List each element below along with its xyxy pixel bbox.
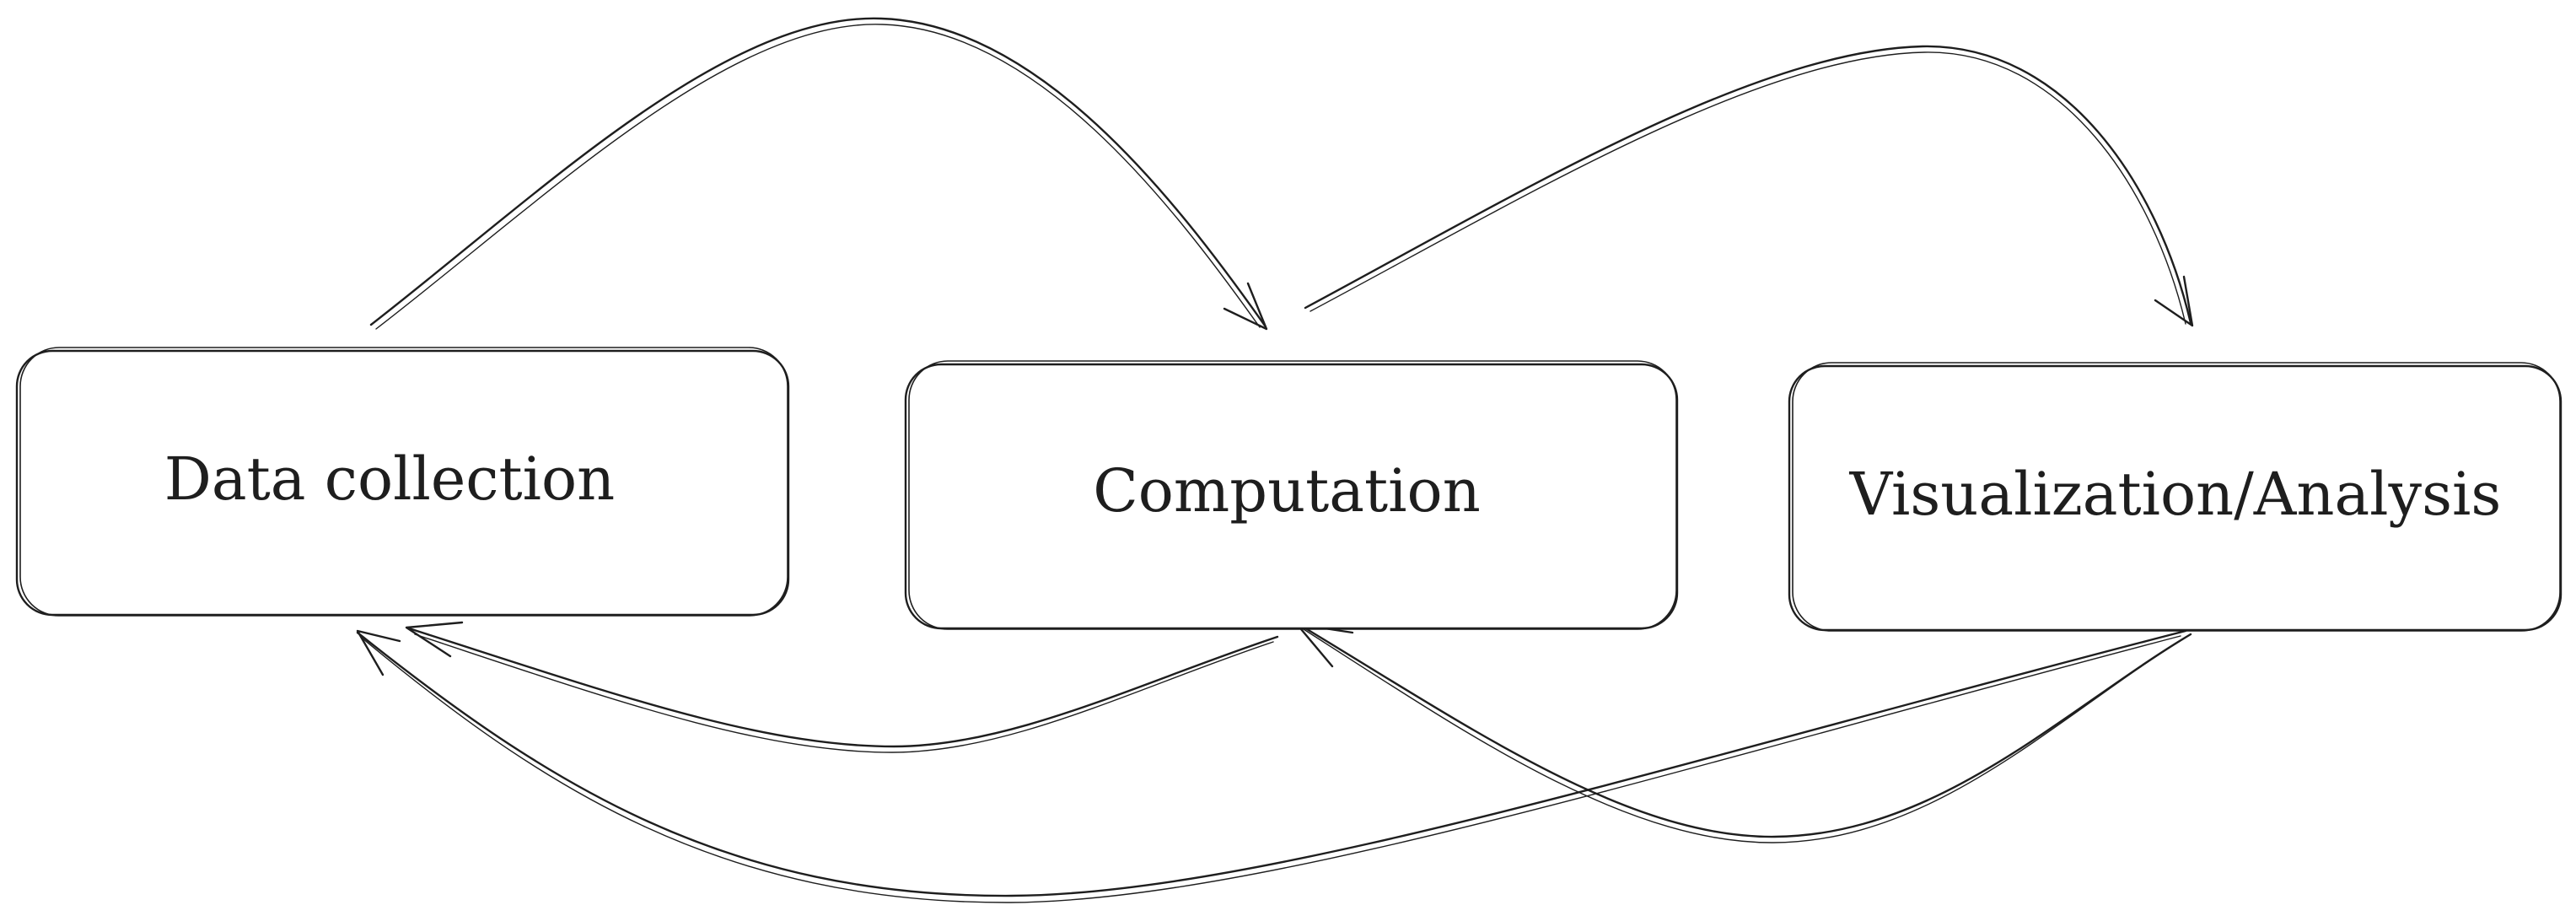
node-label-visualization-analysis: Visualization/Analysis xyxy=(1849,460,2502,529)
node-data-collection[interactable]: Data collection xyxy=(15,347,790,617)
node-computation[interactable]: Computation xyxy=(904,360,1679,630)
arrow-head-data-collection-inner xyxy=(405,621,464,658)
edge-computation-to-data-collection xyxy=(405,621,1279,753)
edge-computation-to-visualization xyxy=(1304,45,2194,327)
arrow-head-data-collection-outer xyxy=(356,629,401,676)
edge-data-collection-to-computation xyxy=(369,17,1268,331)
node-visualization-analysis[interactable]: Visualization/Analysis xyxy=(1788,362,2563,632)
node-label-computation: Computation xyxy=(1093,456,1481,525)
arrow-head-computation-top xyxy=(1223,282,1268,331)
arrow-head-visualization-top xyxy=(2154,275,2194,327)
edge-visualization-to-computation xyxy=(1295,622,2192,843)
edge-visualization-to-data-collection xyxy=(356,629,2187,903)
node-label-data-collection: Data collection xyxy=(164,445,615,514)
